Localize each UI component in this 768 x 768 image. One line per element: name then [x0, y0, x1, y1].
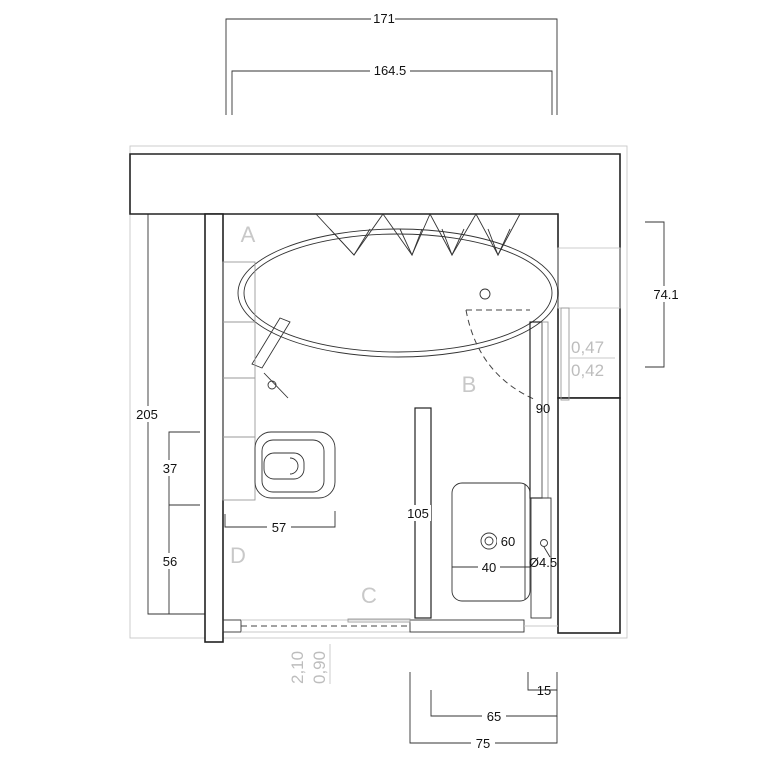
top-outer-dimension: 171 [225, 11, 558, 115]
dim-right-window: 74.1 [653, 287, 678, 302]
window-spec-line1: 0,47 [571, 338, 604, 357]
door-spec: 0,90 2,10 [288, 644, 331, 684]
dim-shower-gap: 90 [536, 401, 550, 416]
bottom-mid-dimension: 65 [430, 690, 558, 724]
dim-basin-width: 40 [482, 560, 496, 575]
dim-vanity-height: 105 [407, 506, 429, 521]
dim-left-upper: 37 [163, 461, 177, 476]
door-spec-line1: 0,90 [310, 651, 329, 684]
bathtub[interactable] [237, 212, 559, 399]
dim-left-total: 205 [136, 407, 158, 422]
zone-label-c: C [361, 583, 377, 608]
bathtub-rack [315, 212, 521, 256]
dim-basin-depth: 60 [501, 534, 515, 549]
dim-bottom-small: 15 [537, 683, 551, 698]
window-spec: 0,47 0,42 [569, 338, 615, 380]
dim-bottom-total: 75 [476, 736, 490, 751]
window-spec-line2: 0,42 [571, 361, 604, 380]
vanity-height-dimension: 105 [403, 505, 431, 521]
zone-label-b: B [462, 372, 477, 397]
bottom-small-dimension: 15 [527, 672, 558, 698]
right-window-dimension: 74.1 [645, 221, 680, 368]
left-cabinets [222, 261, 256, 501]
bathtub-drain-icon [479, 288, 491, 300]
toilet[interactable] [254, 431, 336, 499]
drain-pipe-icon [540, 539, 548, 547]
dim-toilet-depth: 57 [272, 520, 286, 535]
walls [129, 145, 628, 643]
basin-dimensions: 60 40 Ø4.5 [452, 484, 557, 600]
basin-drain-icon [480, 532, 498, 550]
dim-drain-diameter: Ø4.5 [529, 555, 557, 570]
zone-label-d: D [230, 543, 246, 568]
zone-label-a: A [241, 222, 256, 247]
dim-top-inner: 164.5 [374, 63, 407, 78]
dim-bottom-mid: 65 [487, 709, 501, 724]
dim-left-lower: 56 [163, 554, 177, 569]
shower-door-swing[interactable] [465, 309, 537, 401]
door-spec-line2: 2,10 [288, 651, 307, 684]
left-split-dimension: 37 56 [160, 431, 200, 615]
bottom-door[interactable] [222, 618, 558, 633]
bottom-total-dimension: 75 [409, 672, 558, 751]
toilet-depth-dimension: 57 [224, 511, 336, 535]
bathtub-faucet-icon [251, 317, 291, 369]
dim-top-outer: 171 [373, 11, 395, 26]
top-inner-dimension: 164.5 [231, 63, 553, 115]
